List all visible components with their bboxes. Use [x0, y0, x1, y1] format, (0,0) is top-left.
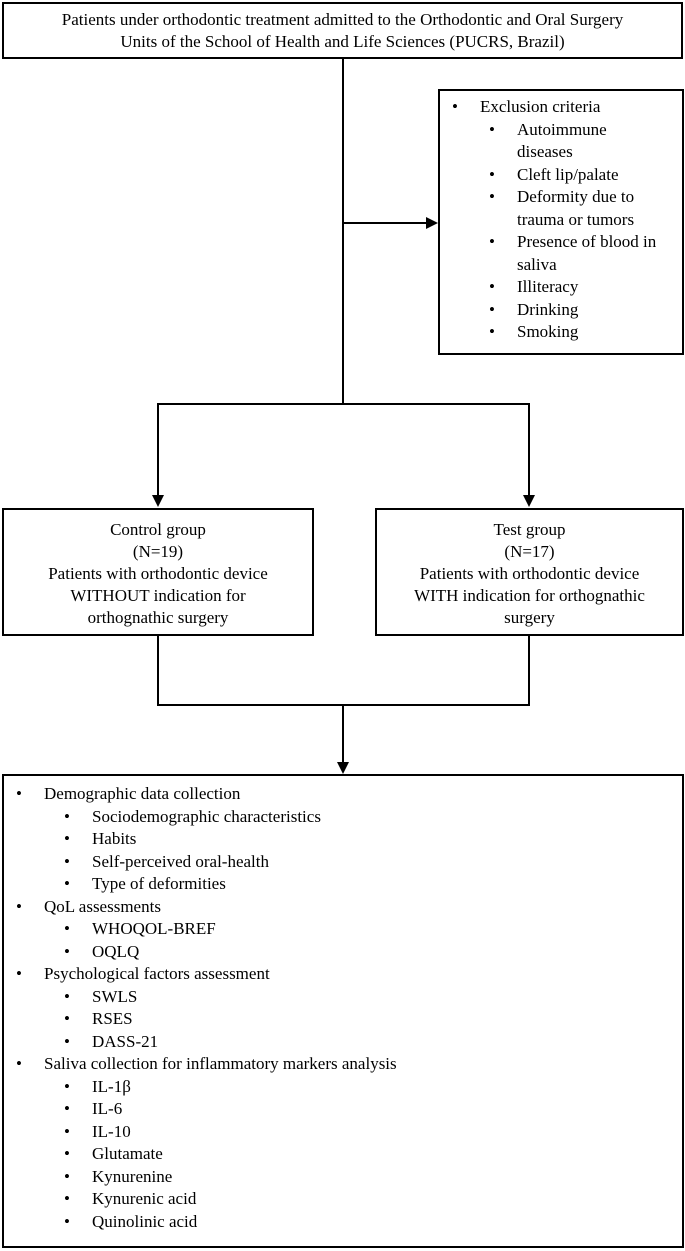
assessment-item: IL-1β: [64, 1076, 682, 1099]
assessments-list: Demographic data collectionSociodemograp…: [4, 783, 682, 1233]
exclusion-criterion-text: Presence of blood in: [517, 232, 657, 251]
assessment-item: Quinolinic acid: [64, 1211, 682, 1234]
test-group-box: Test group (N=17) Patients with orthodon…: [375, 508, 684, 636]
assessment-item: Sociodemographic characteristics: [64, 806, 682, 829]
patients-source-line-2: Units of the School of Health and Life S…: [120, 32, 565, 51]
exclusion-criterion-text: saliva: [517, 254, 557, 274]
exclusion-criterion: Illiteracy: [489, 276, 682, 299]
assessment-item: IL-10: [64, 1121, 682, 1144]
exclusion-criterion-text: Cleft lip/palate: [517, 164, 619, 184]
assessment-section-title: Saliva collection for inflammatory marke…: [16, 1053, 682, 1076]
assessments-box: Demographic data collectionSociodemograp…: [2, 774, 684, 1248]
exclusion-criterion-text: Drinking: [517, 299, 579, 319]
exclusion-criterion: Cleft lip/palate: [489, 164, 682, 187]
control-group-line-3: orthognathic surgery: [87, 608, 229, 627]
exclusion-criterion-text: trauma or tumors: [517, 209, 635, 229]
exclusion-criterion: Autoimmune diseases: [489, 119, 682, 164]
exclusion-criterion: Smoking: [489, 321, 682, 344]
connector-to-exclusion: [343, 222, 427, 224]
connector-to-test: [528, 403, 530, 496]
exclusion-criterion-text: Illiteracy: [517, 277, 579, 296]
connector-to-assessments: [342, 704, 344, 763]
exclusion-criterion-text: Autoimmune: [517, 119, 607, 139]
patients-source-box: Patients under orthodontic treatment adm…: [2, 2, 683, 59]
control-group-line-1: Patients with orthodontic device: [48, 564, 268, 583]
arrow-to-test: [523, 495, 535, 507]
assessment-item: Kynurenine: [64, 1166, 682, 1189]
control-group-title: Control group: [110, 520, 206, 539]
assessment-item: DASS-21: [64, 1031, 682, 1054]
connector-to-control: [157, 403, 159, 496]
test-group-line-2: WITH indication for orthognathic: [414, 586, 645, 605]
arrow-to-exclusion: [426, 217, 438, 229]
exclusion-criterion-text: Smoking: [517, 322, 579, 341]
assessment-item: SWLS: [64, 986, 682, 1009]
assessment-item: Kynurenic acid: [64, 1188, 682, 1211]
connector-main-vertical: [342, 59, 344, 404]
control-group-n: (N=19): [132, 542, 184, 561]
assessment-item: Self-perceived oral-health: [64, 851, 682, 874]
assessment-item: IL-6: [64, 1098, 682, 1121]
exclusion-criterion-text: Deformity due to: [517, 187, 635, 206]
test-group-n: (N=17): [504, 542, 555, 561]
arrow-to-control: [152, 495, 164, 507]
assessment-item: RSES: [64, 1008, 682, 1031]
exclusion-criterion: Drinking: [489, 299, 682, 322]
assessment-item: OQLQ: [64, 941, 682, 964]
test-group-line-1: Patients with orthodontic device: [419, 564, 640, 583]
assessment-item: Glutamate: [64, 1143, 682, 1166]
assessment-section-title: QoL assessments: [16, 896, 682, 919]
assessment-item: WHOQOL-BREF: [64, 918, 682, 941]
exclusion-criterion-text: diseases: [517, 142, 573, 161]
assessment-section-title: Psychological factors assessment: [16, 963, 682, 986]
assessment-section-title: Demographic data collection: [16, 783, 682, 806]
assessment-item: Habits: [64, 828, 682, 851]
connector-from-control: [157, 636, 159, 706]
exclusion-criteria-list: AutoimmunediseasesCleft lip/palateDeform…: [440, 119, 682, 344]
connector-from-test: [528, 636, 530, 706]
patients-source-line-1: Patients under orthodontic treatment adm…: [61, 10, 624, 29]
exclusion-criteria-box: Exclusion criteria Autoimmune diseasesCle…: [438, 89, 684, 355]
assessment-item: Type of deformities: [64, 873, 682, 896]
control-group-line-2: WITHOUT indication for: [70, 586, 246, 605]
control-group-box: Control group (N=19) Patients with ortho…: [2, 508, 314, 636]
test-group-title: Test group: [493, 520, 566, 539]
exclusion-criterion: Deformity due to trauma or tumors: [489, 186, 682, 231]
exclusion-criteria-title: Exclusion criteria: [452, 96, 682, 119]
exclusion-criterion: Presence of blood in saliva: [489, 231, 682, 276]
arrow-to-assessments: [337, 762, 349, 774]
test-group-line-3: surgery: [504, 608, 555, 627]
connector-split-horizontal: [157, 403, 530, 405]
